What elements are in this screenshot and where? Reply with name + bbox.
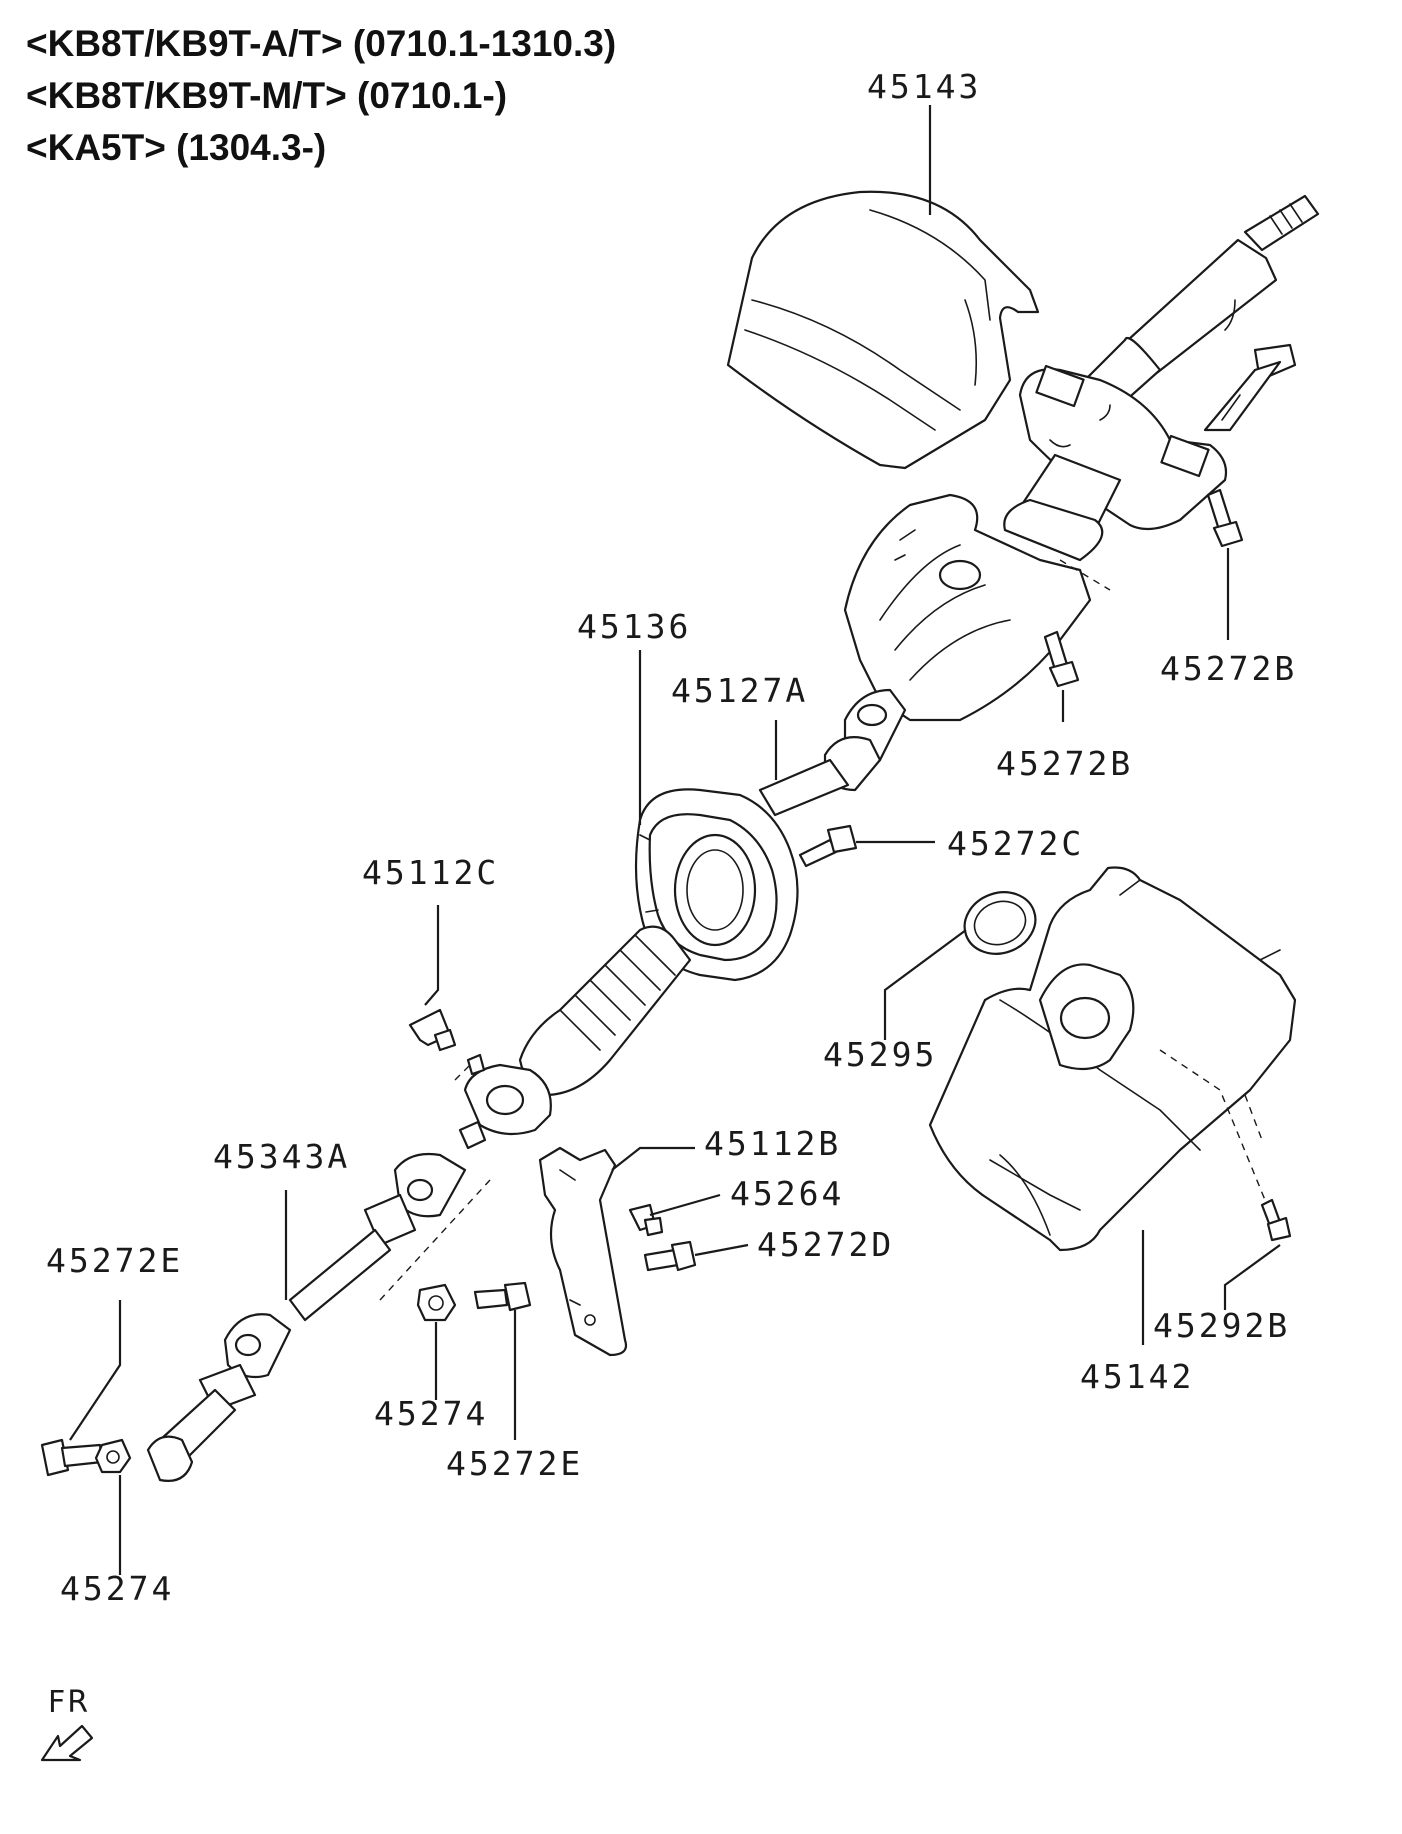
part-label-45272e-middle: 45272E [446,1444,583,1483]
bolt-45272e-middle[interactable] [473,1281,532,1312]
column-boot[interactable] [518,925,692,1097]
part-label-45272e-left: 45272E [46,1241,183,1280]
part-label-45136: 45136 [577,607,691,646]
part-label-45292b: 45292B [1153,1306,1290,1345]
part-label-45274-left: 45274 [60,1569,174,1608]
lower-column-cover[interactable] [928,866,1297,1252]
header-line-1: <KB8T/KB9T-A/T> (0710.1-1310.3) [26,23,617,64]
part-label-45264: 45264 [730,1174,844,1213]
part-label-45272c: 45272C [947,824,1084,863]
alignment-lines [379,559,1266,1301]
part-label-45127a: 45127A [671,671,808,710]
bolt-45272c[interactable] [798,824,858,868]
screw-45292b[interactable] [1260,1198,1292,1242]
part-label-45272b-lower: 45272B [996,744,1133,783]
part-label-45274-middle: 45274 [374,1394,488,1433]
column-dust-cover[interactable] [634,788,799,982]
column-tube[interactable] [1003,453,1122,562]
universal-joint-upper[interactable] [758,688,907,817]
part-label-45112b: 45112B [704,1124,841,1163]
grommet-45295[interactable] [956,882,1044,963]
bolt-45272b-lower[interactable] [1043,630,1080,688]
part-label-45272d: 45272D [757,1225,894,1264]
nut-45274-left[interactable] [94,1438,132,1474]
front-direction-label: FR [48,1685,90,1720]
part-label-45112c: 45112C [362,853,499,892]
clip-45112c[interactable] [408,1008,486,1076]
header-line-2: <KB8T/KB9T-M/T> (0710.1-) [26,75,508,116]
front-direction-arrow-icon [40,1724,94,1762]
part-label-45142: 45142 [1080,1357,1194,1396]
leader-lines [69,105,1281,1575]
bolt-45272d[interactable] [643,1240,697,1272]
upper-column-cover[interactable] [726,190,1040,470]
part-label-45143: 45143 [867,67,981,106]
clip-45264[interactable] [628,1203,664,1237]
nut-45274-middle[interactable] [416,1283,457,1322]
part-label-45272b-upper: 45272B [1160,649,1297,688]
bracket-45112b[interactable] [538,1146,628,1357]
column-lower-flange[interactable] [458,1063,552,1150]
model-applicability-header: <KB8T/KB9T-A/T> (0710.1-1310.3) <KB8T/KB… [26,18,616,174]
part-label-45295: 45295 [823,1035,937,1074]
bolt-45272b-upper[interactable] [1206,488,1244,548]
lower-steering-shaft[interactable] [146,1152,467,1482]
bolt-45272e-left[interactable] [40,1438,104,1477]
header-line-3: <KA5T> (1304.3-) [26,127,327,168]
part-label-45343a: 45343A [213,1137,350,1176]
